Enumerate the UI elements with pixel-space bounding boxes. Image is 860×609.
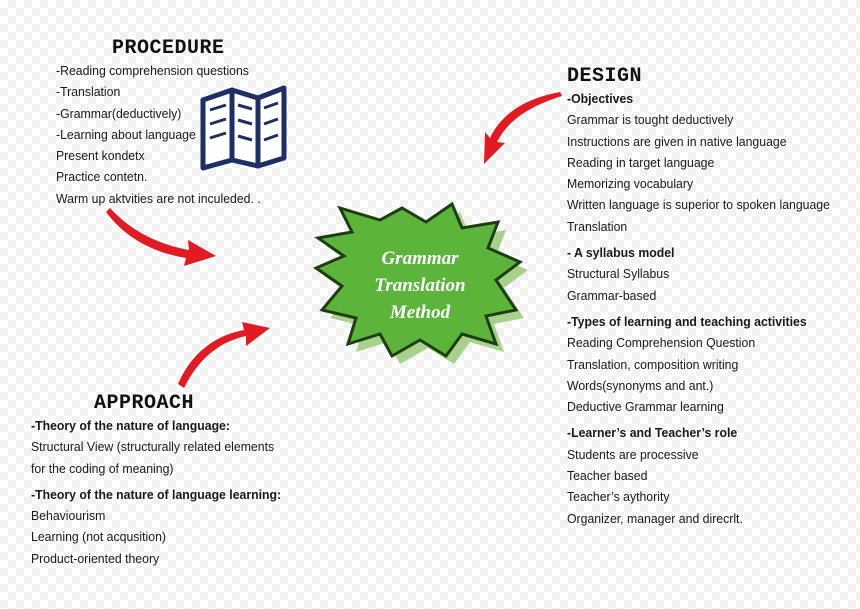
procedure-item: -Translation	[56, 84, 121, 100]
design-item: Structural Syllabus	[567, 266, 670, 282]
design-group-title: -Types of learning and teaching activiti…	[567, 313, 807, 329]
procedure-section: PROCEDURE -Reading comprehension questio…	[56, 38, 276, 209]
center-title-line-2: Translation	[374, 275, 465, 296]
approach-section: APPROACH -Theory of the nature of langua…	[31, 393, 300, 569]
approach-group-title: -Theory of the nature of language learni…	[31, 486, 282, 502]
approach-group-title: -Theory of the nature of language:	[31, 418, 230, 433]
design-group-title: -Learner’s and Teacher’s role	[567, 425, 738, 441]
procedure-list: -Reading comprehension questions -Transla…	[56, 60, 276, 209]
design-item: Reading Comprehension Question	[567, 335, 756, 351]
design-item: Instructions are given in native languag…	[567, 133, 787, 149]
center-burst: Grammar Translation Method	[312, 201, 528, 364]
arrow-icon	[178, 322, 270, 388]
procedure-item: -Learning about language	[56, 126, 196, 142]
design-group-title: - A syllabus model	[567, 245, 675, 261]
procedure-item: Present kondetx	[56, 148, 145, 164]
approach-item: Behaviourism	[31, 508, 106, 524]
design-item: Teacher based	[567, 468, 648, 484]
design-item: Teacher’s aythority	[567, 489, 670, 505]
design-item: Grammar-based	[567, 287, 657, 303]
design-item: Translation, composition writing	[567, 356, 739, 372]
procedure-item: -Reading comprehension questions	[56, 63, 249, 78]
procedure-item: Practice contetn.	[56, 169, 148, 185]
design-item: Memorizing vocabulary	[567, 176, 694, 192]
arrow-icon	[106, 208, 216, 266]
design-item: Words(synonyms and ant.)	[567, 377, 714, 393]
procedure-heading: PROCEDURE	[112, 37, 225, 60]
design-heading: DESIGN	[567, 65, 643, 88]
arrow-icon	[484, 92, 562, 164]
approach-item: for the coding of meaning)	[31, 460, 174, 476]
design-item: Written language is superior to spoken l…	[567, 197, 830, 213]
design-item: Translation	[567, 218, 628, 234]
approach-groups: -Theory of the nature of language: Struct…	[31, 415, 300, 569]
approach-item: Learning (not acqusition)	[31, 529, 166, 545]
design-item: Deductive Grammar learning	[567, 399, 724, 415]
design-group-title: -Objectives	[567, 91, 634, 106]
approach-item: Structural View (structurally related el…	[31, 439, 275, 455]
design-item: Grammar is tought deductively	[567, 112, 734, 128]
design-item: Organizer, manager and direcrlt.	[567, 510, 743, 526]
procedure-item: Warm up aktvities are not inculeded. .	[56, 190, 261, 206]
center-title-line-3: Method	[389, 302, 451, 323]
approach-item: Product-oriented theory	[31, 550, 160, 566]
center-title-line-1: Grammar	[381, 248, 459, 269]
approach-heading: APPROACH	[94, 392, 195, 415]
book-icon	[200, 85, 287, 171]
procedure-item: -Grammar(deductively)	[56, 105, 182, 121]
design-item: Students are processive	[567, 446, 699, 462]
design-item: Reading in target language	[567, 154, 715, 170]
